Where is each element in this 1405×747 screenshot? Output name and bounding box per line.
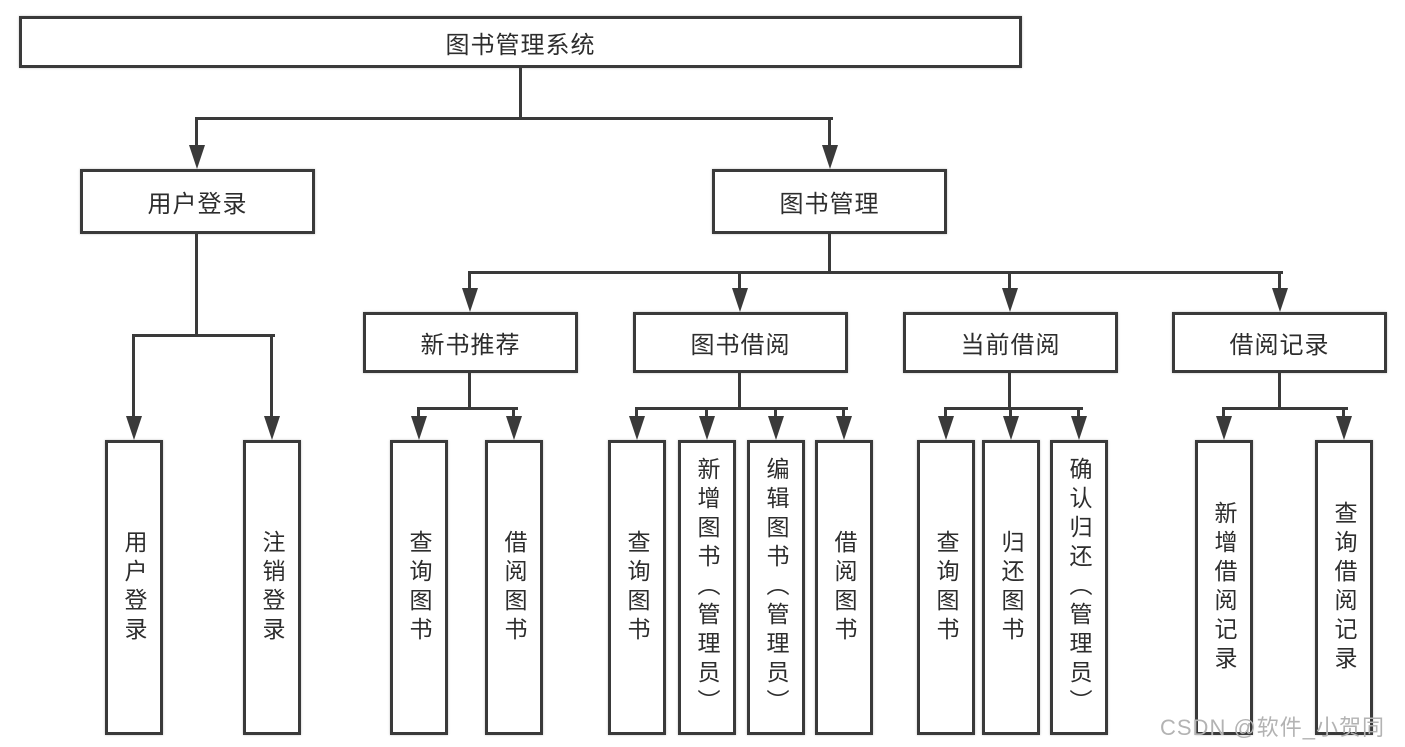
leaf-logout-label: 注销登录 [259,529,285,646]
leaf-query-borrow-record: 查询借阅记录 [1315,440,1373,735]
node-book-management-label: 图书管理 [779,191,880,218]
arrowhead-down-icon [506,416,522,440]
leaf-borrow-books: 借阅图书 [815,440,873,735]
leaf-edit-books-admin: 编辑图书（管理员） [747,440,805,735]
leaf-user-login: 用户登录 [105,440,163,735]
leaf-query-books-recommend: 查询图书 [390,440,448,735]
arrowhead-down-icon [1003,416,1019,440]
leaf-user-login-label: 用户登录 [121,529,147,646]
node-book-management: 图书管理 [712,169,947,234]
arrowhead-down-icon [1071,416,1087,440]
leaf-edit-books-admin-label: 编辑图书（管理员） [763,457,789,718]
arrowhead-down-icon [411,416,427,440]
connector-vline [1008,373,1011,410]
arrowhead-down-icon [768,416,784,440]
connector-vline [132,334,135,428]
connector-vline [1278,373,1281,410]
leaf-query-books-current: 查询图书 [917,440,975,735]
connector-vline [1278,271,1281,301]
connector-vline [738,373,741,410]
leaf-add-borrow-record: 新增借阅记录 [1195,440,1253,735]
arrowhead-down-icon [189,145,205,169]
connector-hline [468,271,1283,274]
connector-vline [468,373,471,410]
connector-vline [468,271,471,301]
leaf-query-books-borrowing: 查询图书 [608,440,666,735]
arrowhead-down-icon [1336,416,1352,440]
leaf-confirm-return-admin-label: 确认归还（管理员） [1066,457,1092,718]
leaf-add-books-admin: 新增图书（管理员） [678,440,736,735]
leaf-borrow-books-label: 借阅图书 [831,529,857,646]
arrowhead-down-icon [1002,288,1018,312]
arrowhead-down-icon [938,416,954,440]
connector-vline [828,234,831,274]
leaf-query-borrow-record-label: 查询借阅记录 [1331,500,1357,675]
leaf-add-books-admin-label: 新增图书（管理员） [694,457,720,718]
connector-vline [738,271,741,301]
arrowhead-down-icon [822,145,838,169]
leaf-borrow-books-recommend: 借阅图书 [485,440,543,735]
connector-vline [828,117,831,157]
arrowhead-down-icon [264,416,280,440]
arrowhead-down-icon [126,416,142,440]
connector-hline [417,407,518,410]
arrowhead-down-icon [462,288,478,312]
connector-vline [519,68,522,120]
arrowhead-down-icon [836,416,852,440]
leaf-add-borrow-record-label: 新增借阅记录 [1211,500,1237,675]
csdn-watermark: CSDN @软件_小贺同学 [1160,715,1386,740]
node-new-book-recommend: 新书推荐 [363,312,578,373]
leaf-query-books-borrowing-label: 查询图书 [624,529,650,646]
node-new-book-recommend-label: 新书推荐 [420,332,521,359]
leaf-confirm-return-admin: 确认归还（管理员） [1050,440,1108,735]
leaf-borrow-books-recommend-label: 借阅图书 [501,529,527,646]
connector-vline [1008,271,1011,301]
arrowhead-down-icon [1272,288,1288,312]
node-user-login-label: 用户登录 [147,191,248,218]
leaf-query-books-current-label: 查询图书 [933,529,959,646]
leaf-logout: 注销登录 [243,440,301,735]
node-borrowing-records: 借阅记录 [1172,312,1387,373]
connector-hline [195,117,833,120]
connector-hline [944,407,1083,410]
arrowhead-down-icon [629,416,645,440]
arrowhead-down-icon [699,416,715,440]
connector-vline [195,234,198,337]
leaf-return-books: 归还图书 [982,440,1040,735]
node-root: 图书管理系统 [19,16,1022,68]
arrowhead-down-icon [732,288,748,312]
node-current-borrowing: 当前借阅 [903,312,1118,373]
node-user-login: 用户登录 [80,169,315,234]
connector-hline [132,334,275,337]
node-book-borrowing-label: 图书借阅 [690,332,791,359]
arrowhead-down-icon [1216,416,1232,440]
connector-vline [270,334,273,428]
connector-hline [635,407,848,410]
node-current-borrowing-label: 当前借阅 [960,332,1061,359]
connector-hline [1222,407,1348,410]
connector-vline [195,117,198,157]
node-book-borrowing: 图书借阅 [633,312,848,373]
node-root-label: 图书管理系统 [445,31,596,59]
leaf-query-books-recommend-label: 查询图书 [406,529,432,646]
leaf-return-books-label: 归还图书 [998,529,1024,646]
node-borrowing-records-label: 借阅记录 [1229,332,1330,359]
